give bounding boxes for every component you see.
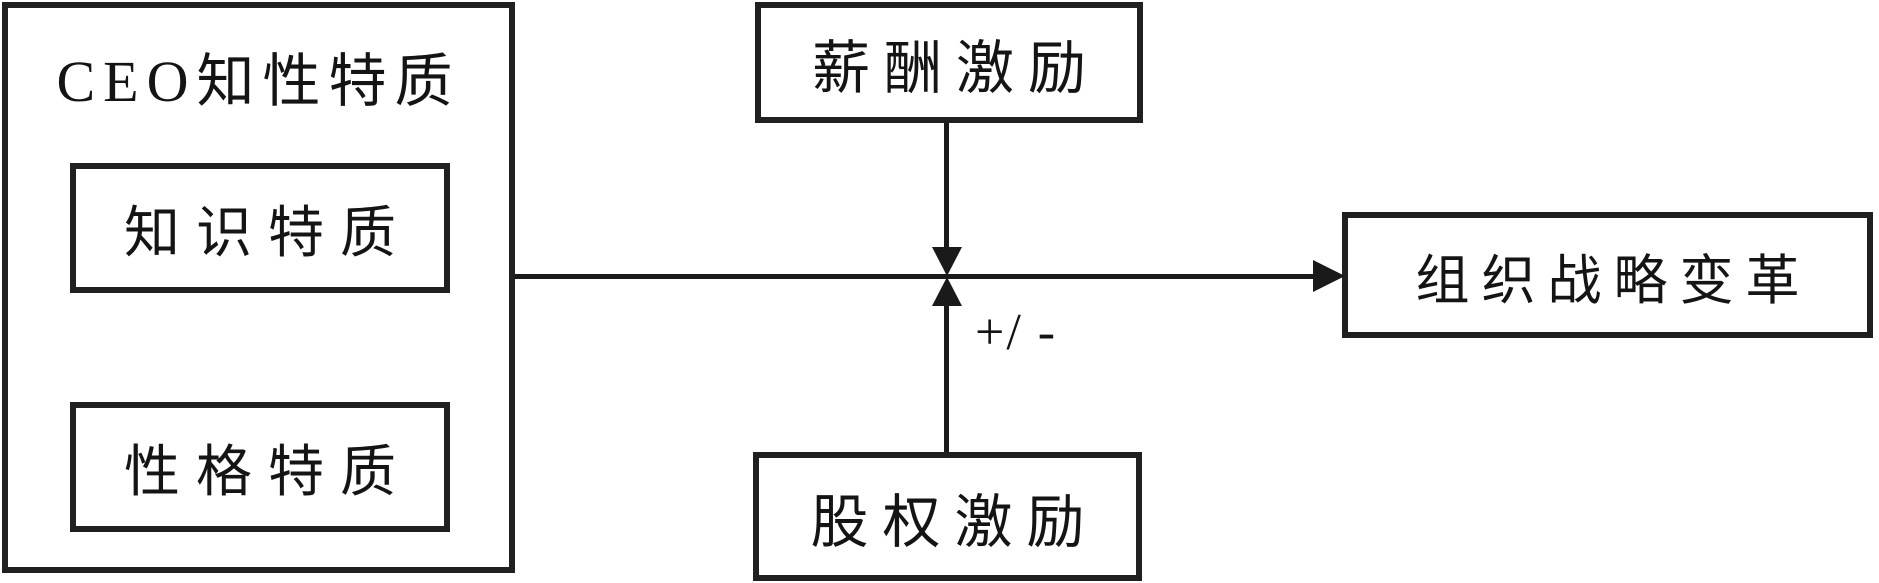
ceo-traits-group-title: CEO知性特质 <box>56 49 461 114</box>
strategic-change-box: 组织战略变革 <box>1342 212 1873 338</box>
strategic-change-label: 组织战略变革 <box>1415 250 1812 311</box>
personality-trait-label: 性格特质 <box>124 441 412 504</box>
knowledge-trait-box: 知识特质 <box>70 163 450 293</box>
main-effect-line <box>515 274 1315 279</box>
salary-moderation-line <box>944 123 949 249</box>
arrowhead-up-icon <box>932 277 962 306</box>
salary-incentive-label: 薪酬激励 <box>811 35 1100 101</box>
arrowhead-down-icon <box>932 247 962 276</box>
equity-incentive-box: 股权激励 <box>753 452 1142 581</box>
moderation-sign-label: +/ - <box>975 304 1058 361</box>
personality-trait-box: 性格特质 <box>70 402 450 532</box>
equity-incentive-label: 股权激励 <box>810 489 1099 555</box>
ceo-traits-group-box: CEO知性特质 知识特质 性格特质 <box>2 2 515 573</box>
arrowhead-right-icon <box>1313 260 1345 292</box>
salary-incentive-box: 薪酬激励 <box>755 2 1143 123</box>
knowledge-trait-label: 知识特质 <box>124 202 412 265</box>
equity-moderation-line <box>944 304 949 452</box>
